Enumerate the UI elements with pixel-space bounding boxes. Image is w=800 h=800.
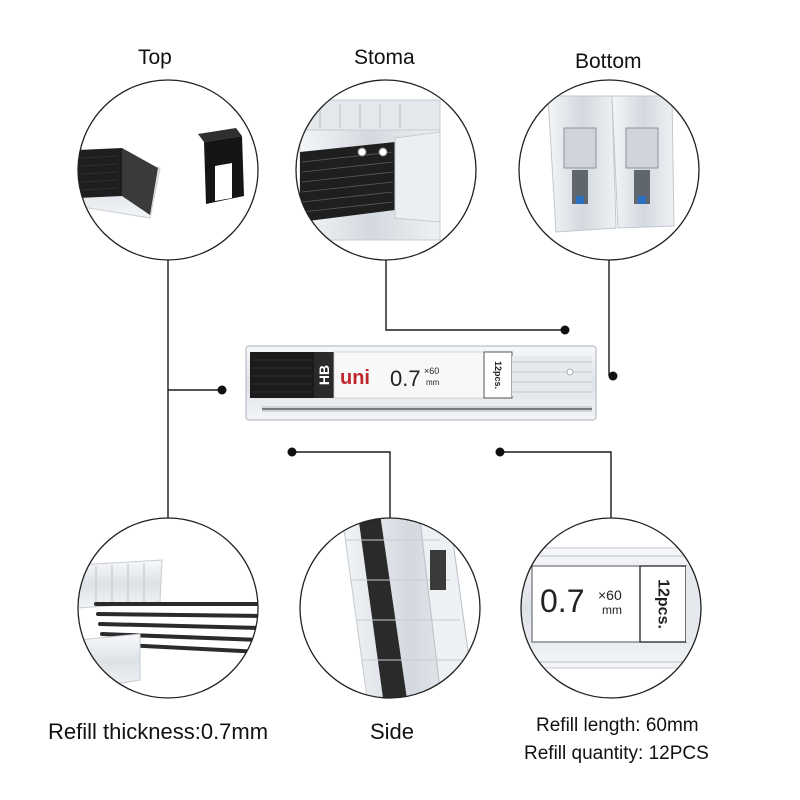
label-refill-length: Refill length: 60mm [536,715,699,736]
case-brand-text: uni [340,367,370,389]
photo-label-closeup: 0.7 ×60 mm 12pcs. [520,517,702,699]
connector-dots [217,325,618,457]
case-size-text: 0.7 [390,366,421,391]
photo-open-case-leads [77,517,259,699]
label-stoma: Stoma [354,46,415,69]
closeup-length-marking: ×60 [598,587,622,603]
closeup-size-text: 0.7 [540,583,584,619]
lead-refill-case: HB uni 0.7 ×60 mm 12pcs. [245,345,597,421]
closeup-count-text: 12pcs. [655,579,672,629]
closeup-length-unit: mm [602,603,622,617]
label-top: Top [138,46,172,69]
label-refill-quantity: Refill quantity: 12PCS [524,743,709,764]
connector-length [500,451,612,518]
label-bottom: Bottom [575,50,642,73]
photo-bottom-view [518,79,700,261]
photo-side-view [299,517,481,699]
photo-stoma-view [295,79,477,261]
label-side: Side [370,719,415,744]
connector-stoma [385,260,565,331]
case-count-text: 12pcs. [493,361,503,389]
photo-top-view [77,79,259,261]
case-length-marking: ×60 [424,366,439,376]
case-length-unit: mm [426,378,440,387]
connector-lines [167,260,612,518]
label-refill-thickness: Refill thickness:0.7mm [48,719,269,744]
case-grade-text: HB [316,365,332,385]
connector-side [292,451,391,518]
